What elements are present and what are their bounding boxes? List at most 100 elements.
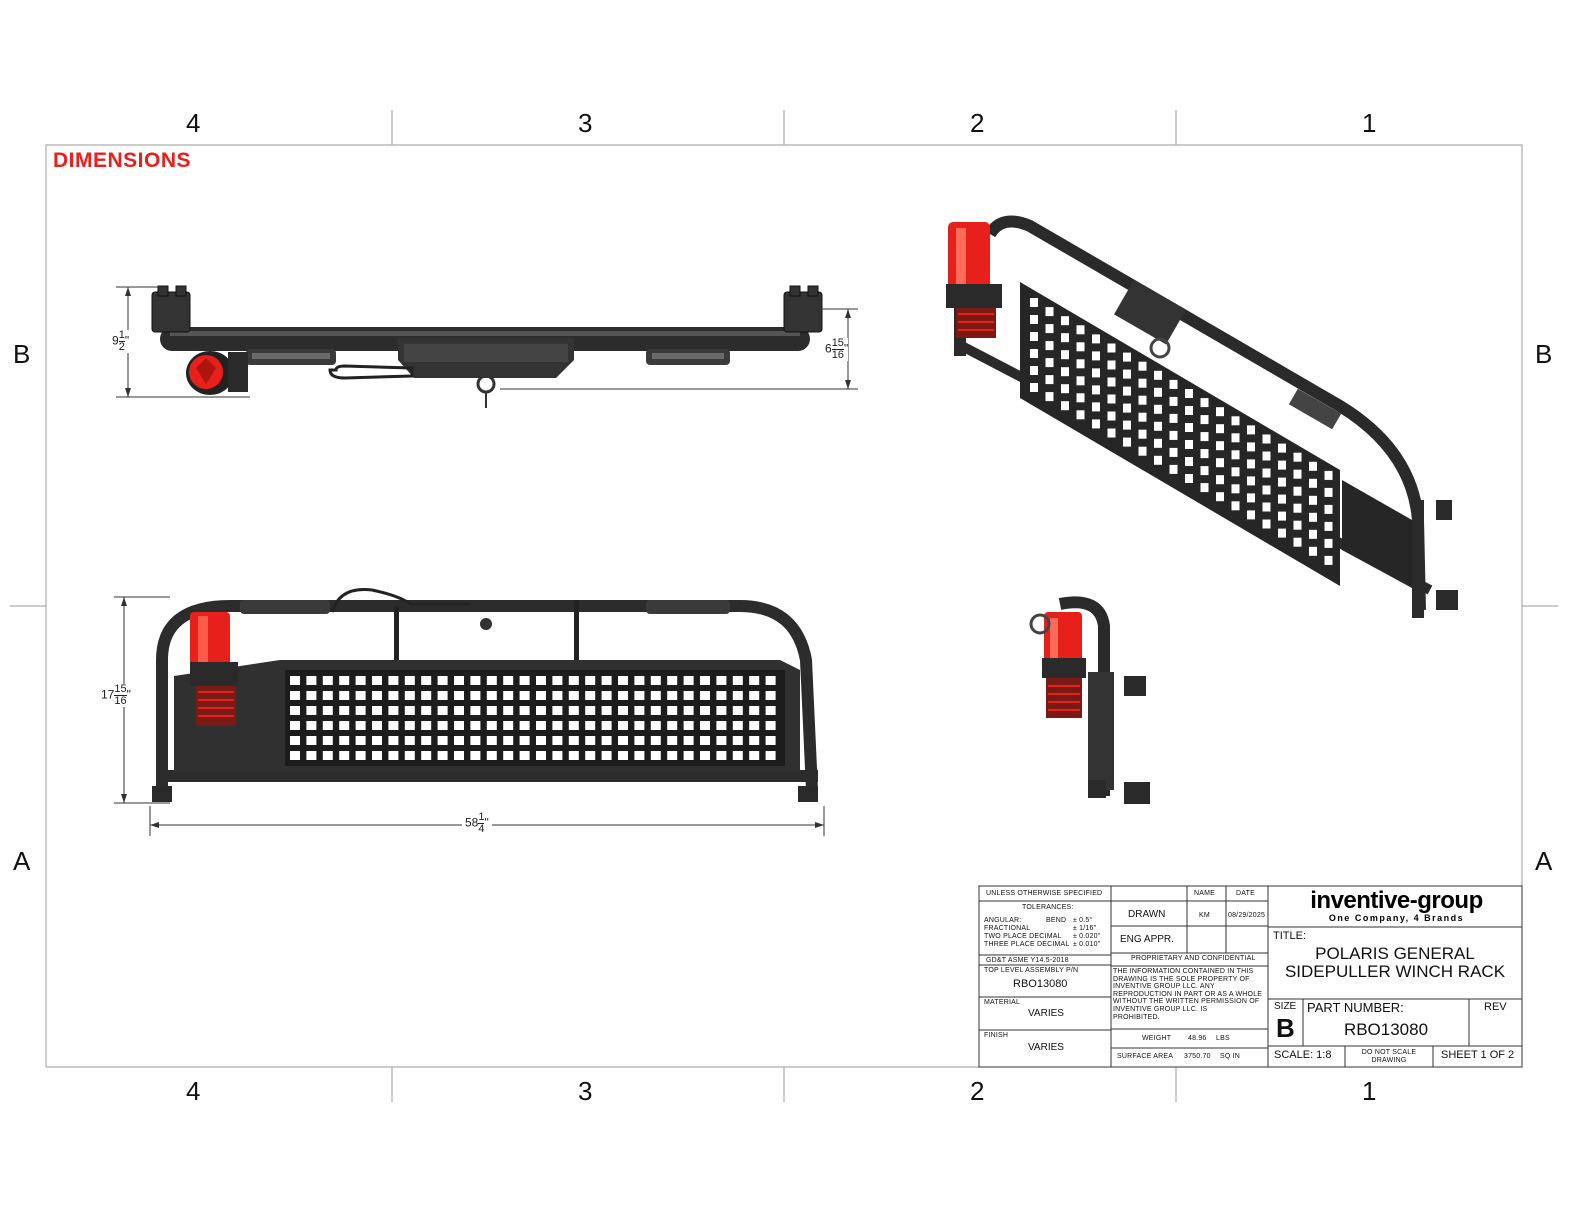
iso-panel-hole [1200, 432, 1209, 442]
iso-panel-hole [1030, 332, 1038, 341]
iso-panel-hole [1216, 475, 1224, 485]
panel-hole [503, 691, 514, 700]
panel-hole [339, 676, 350, 685]
panel-hole [290, 691, 300, 700]
brand-tagline: One Company, 4 Brands [1328, 913, 1465, 923]
panel-hole [470, 721, 481, 730]
panel-hole [339, 721, 350, 730]
panel-hole [650, 721, 661, 730]
panel-hole [519, 691, 530, 700]
iso-panel-hole [1092, 402, 1100, 412]
panel-hole [585, 736, 596, 745]
tb-date-header: DATE [1236, 890, 1255, 897]
panel-hole [618, 706, 628, 715]
panel-hole [683, 691, 694, 700]
panel-hole [683, 736, 694, 745]
tb-surface-unit: SQ IN [1220, 1053, 1241, 1060]
iso-panel-hole [1324, 538, 1333, 548]
iso-panel-hole [1030, 366, 1038, 375]
panel-hole [290, 736, 300, 745]
panel-hole [749, 676, 760, 685]
iso-panel-hole [1138, 446, 1147, 456]
tb-size-label: SIZE [1274, 1001, 1297, 1012]
panel-hole [454, 691, 464, 700]
iso-panel-hole [1216, 441, 1224, 451]
tb-eng-label: ENG APPR. [1120, 934, 1174, 945]
iso-panel-hole [1138, 361, 1147, 371]
iso-panel-hole [1324, 555, 1333, 565]
iso-panel-hole [1278, 443, 1286, 453]
zone-bottom-1: 1 [1362, 1076, 1377, 1106]
iso-panel-hole [1045, 375, 1054, 385]
iso-panel-hole [1324, 487, 1333, 497]
zone-bottom-4: 4 [186, 1076, 201, 1106]
iso-panel-hole [1076, 342, 1085, 352]
panel-hole [404, 706, 415, 715]
iso-panel-hole [1278, 494, 1286, 504]
iso-panel-hole [1045, 341, 1054, 351]
iso-panel-hole [1309, 461, 1317, 471]
zone-top-3: 3 [578, 108, 593, 138]
panel-hole [470, 706, 481, 715]
panel-hole [519, 736, 530, 745]
iso-panel-hole [1138, 429, 1147, 439]
tb-weight-unit: LBS [1216, 1035, 1230, 1042]
iso-panel-hole [1076, 410, 1085, 420]
panel-hole [306, 676, 317, 685]
panel-hole [700, 691, 710, 700]
tb-top-level-label: TOP LEVEL ASSEMBLY P/N [984, 967, 1079, 974]
iso-panel-hole [1185, 440, 1193, 449]
iso-panel-hole [1045, 307, 1054, 317]
panel-hole [536, 751, 546, 760]
panel-hole [470, 751, 481, 760]
panel-hole [421, 751, 432, 760]
tb-name-header: NAME [1194, 890, 1216, 897]
panel-hole [601, 751, 612, 760]
panel-hole [716, 751, 727, 760]
panel-hole [667, 676, 678, 685]
panel-hole [601, 691, 612, 700]
iso-panel-hole [1092, 419, 1100, 429]
panel-hole [421, 736, 432, 745]
iso-panel-hole [1107, 360, 1116, 370]
panel-hole [322, 706, 333, 715]
panel-hole [470, 676, 481, 685]
panel-hole [486, 706, 497, 715]
tb-part-value: RBO13080 [1343, 1020, 1429, 1039]
panel-hole [732, 706, 743, 715]
panel-hole [634, 751, 645, 760]
panel-hole [306, 721, 317, 730]
iso-panel-hole [1154, 438, 1162, 448]
panel-hole [568, 706, 579, 715]
panel-hole [667, 721, 678, 730]
tb-scale: SCALE: 1:8 [1274, 1049, 1332, 1061]
iso-panel-hole [1262, 451, 1271, 461]
panel-hole [404, 676, 415, 685]
iso-panel-hole [1061, 316, 1069, 326]
panel-hole [437, 721, 448, 730]
panel-hole [372, 676, 382, 685]
iso-panel-hole [1200, 466, 1209, 476]
panel-hole [618, 751, 628, 760]
tolerance-label: TWO PLACE DECIMAL [984, 933, 1062, 940]
panel-hole [568, 691, 579, 700]
panel-hole [470, 736, 481, 745]
panel-hole [437, 706, 448, 715]
panel-hole [634, 736, 645, 745]
iso-panel-hole [1324, 504, 1333, 514]
iso-panel-hole [1138, 395, 1147, 405]
panel-hole [765, 706, 776, 715]
panel-hole [568, 751, 579, 760]
iso-panel-hole [1262, 434, 1271, 444]
panel-hole [290, 676, 300, 685]
iso-panel-hole [1262, 519, 1271, 529]
iso-panel-hole [1309, 546, 1317, 556]
panel-hole [765, 721, 776, 730]
iso-panel-hole [1076, 393, 1085, 403]
panel-hole [683, 721, 694, 730]
panel-hole [339, 736, 350, 745]
tb-part-label: PART NUMBER: [1307, 1000, 1404, 1015]
iso-panel-hole [1154, 404, 1162, 414]
panel-hole [454, 706, 464, 715]
